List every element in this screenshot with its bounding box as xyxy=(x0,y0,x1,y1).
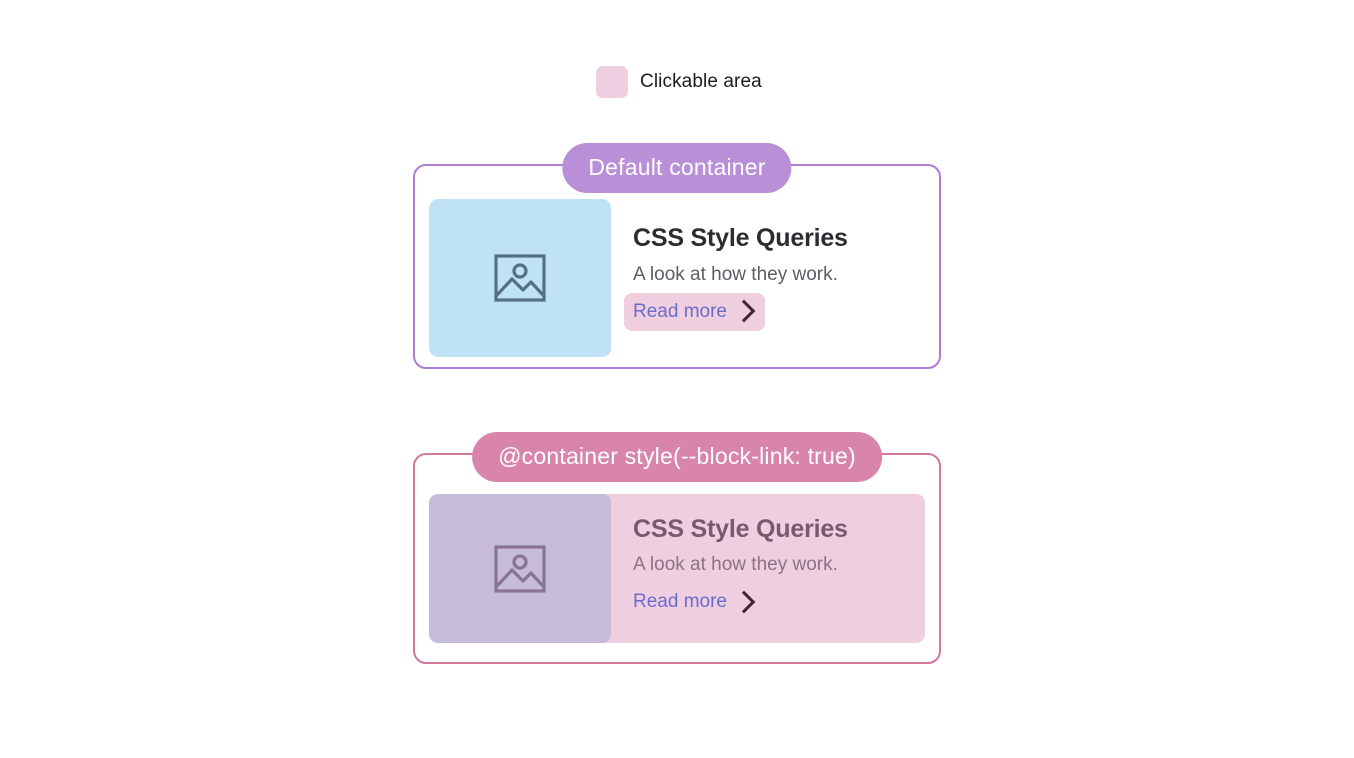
card-title: CSS Style Queries xyxy=(633,514,848,543)
legend: Clickable area xyxy=(596,66,762,98)
card-link-row: Read more xyxy=(633,583,925,621)
card-default[interactable]: CSS Style Queries A look at how they wor… xyxy=(429,199,925,357)
chevron-right-icon xyxy=(732,299,756,323)
card-description: A look at how they work. xyxy=(633,263,838,285)
card-thumbnail xyxy=(429,494,611,643)
legend-label: Clickable area xyxy=(640,71,762,92)
read-more-link[interactable]: Read more xyxy=(633,583,756,621)
card-link-row: Read more xyxy=(624,292,925,331)
card-body: CSS Style Queries A look at how they wor… xyxy=(611,494,925,643)
image-placeholder-icon xyxy=(494,544,546,593)
card-block-link[interactable]: CSS Style Queries A look at how they wor… xyxy=(429,494,925,643)
card-body: CSS Style Queries A look at how they wor… xyxy=(611,199,925,357)
read-more-label: Read more xyxy=(633,591,727,613)
read-more-link[interactable]: Read more xyxy=(624,292,765,331)
card-description: A look at how they work. xyxy=(633,554,838,576)
demo-container-block-link: @container style(--block-link: true) CSS… xyxy=(413,432,941,664)
badge-default-container: Default container xyxy=(562,143,792,193)
badge-block-link-query: @container style(--block-link: true) xyxy=(472,432,882,482)
clickable-area-swatch-icon xyxy=(596,66,628,98)
card-thumbnail xyxy=(429,199,611,357)
read-more-label: Read more xyxy=(633,300,727,322)
card-title: CSS Style Queries xyxy=(633,224,848,253)
chevron-right-icon xyxy=(732,590,756,613)
image-placeholder-icon xyxy=(494,254,546,302)
demo-container-default: Default container CSS Style Queries A lo… xyxy=(413,143,941,369)
